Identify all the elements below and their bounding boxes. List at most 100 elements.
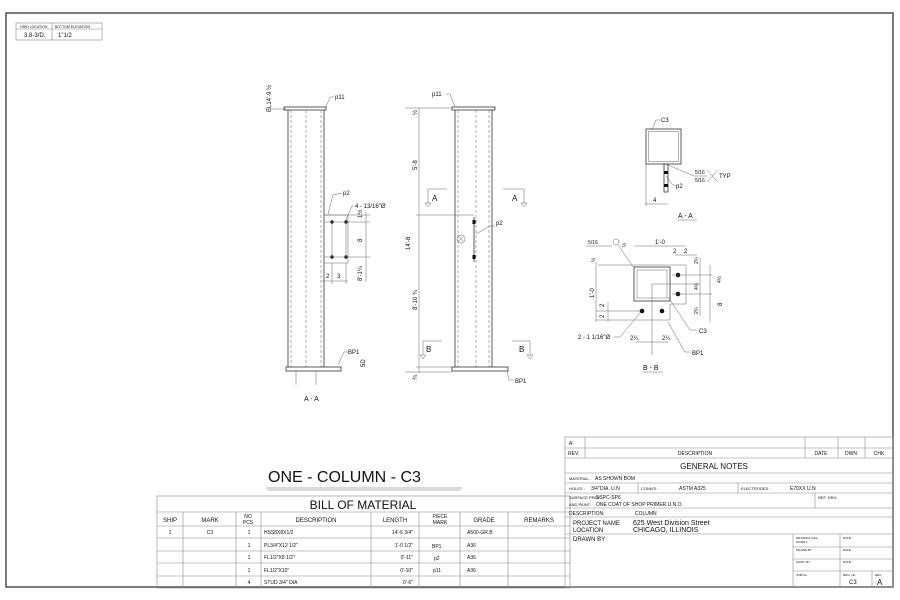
description-cell: PL3/4"X12 1/2" bbox=[264, 543, 298, 549]
bottom-elevation-value: 1"1/2 bbox=[58, 33, 72, 39]
dim-l2: 2 bbox=[600, 314, 606, 318]
section-caption: B - B bbox=[643, 365, 659, 372]
dim-h2: 3 bbox=[337, 274, 341, 280]
holes-size: 3/4" bbox=[591, 486, 600, 492]
elevation-right: ½ 5'-8 14'-8 8'-10 ¾ ¾ p11 A A B B p2 BP… bbox=[405, 92, 534, 385]
top-plate-label: p11 bbox=[432, 92, 442, 98]
dim-total: 14'-8 bbox=[406, 236, 412, 250]
rev-final-value: A bbox=[877, 578, 883, 587]
section-b-b: 5/16 ½ 1'-0 2 2 2¼ 4½ 2¼ 4½ 8 ½ 1'-0 2 2… bbox=[578, 238, 724, 373]
modify-label: MODIFY bbox=[796, 540, 808, 544]
paint-value: ONE COAT OF SHOP PRIMER U.N.O. bbox=[596, 502, 683, 508]
drawn-by-label: DRAWN BY bbox=[573, 537, 605, 543]
piece-cell: p11 bbox=[433, 568, 441, 574]
description-cell: FL1/2"X10" bbox=[264, 568, 289, 574]
bom-header-remarks: REMARKS bbox=[524, 518, 554, 524]
bill-of-material-table: BILL OF MATERIAL SHIP MARK NO PCS DESCRI… bbox=[156, 495, 571, 589]
stiffener-label: p2 bbox=[343, 191, 350, 197]
elevation-label: EL14'-9 ½ bbox=[266, 85, 273, 112]
project-name-label: PROJECT NAME bbox=[573, 521, 620, 527]
bom-header-description: DESCRIPTION bbox=[295, 518, 336, 524]
hole-callout: 2 - 1 1/16"Ø bbox=[578, 335, 610, 341]
length-cell: 0'-6" bbox=[403, 580, 413, 586]
elevation-left: EL14'-9 ½ p11 p2 4 - 13/16"Ø 1½ 8 8'-1¼ … bbox=[265, 85, 386, 403]
grid-location-box: GRID LOCATION BOTTOM ELEVATION 3.8-3/D. … bbox=[15, 22, 103, 41]
description-cell: HSS8X8X1/2 bbox=[264, 530, 294, 536]
grade-cell: A36 bbox=[467, 568, 476, 574]
member-label: C3 bbox=[661, 118, 669, 124]
dim-bot1: 2¼ bbox=[630, 336, 639, 342]
description-label: DESCRIPTION: bbox=[569, 511, 605, 517]
sheet-title: ONE - COLUMN - C3 bbox=[268, 469, 421, 486]
drawing-number-label: DRG. No. bbox=[843, 573, 856, 577]
stiffener-label: p2 bbox=[496, 221, 503, 227]
bom-header-pcs: PCS bbox=[243, 520, 254, 526]
dim-top: ½ bbox=[412, 110, 419, 115]
pcs-cell: 1 bbox=[248, 568, 251, 574]
table-row: 1 FL1/2"X8 1/2" 0'-11" p2 A36 bbox=[248, 555, 477, 562]
section-b-marker-right[interactable]: B bbox=[519, 345, 524, 354]
dim-l1: 2 bbox=[600, 303, 606, 307]
mark-cell: C3 bbox=[207, 530, 214, 536]
dim-rr1: 4½ bbox=[716, 275, 723, 283]
grid-location-value: 3.8-3/D. bbox=[24, 33, 46, 39]
section-caption: A - A bbox=[678, 213, 693, 220]
title-block: A REV. DESCRIPTION DATE DWN CHK GENERAL … bbox=[564, 436, 894, 588]
dim-r3: 2¼ bbox=[694, 306, 700, 314]
dim-base: 5D bbox=[361, 359, 367, 367]
location-label: LOCATION bbox=[573, 528, 603, 534]
dim-label: 4 bbox=[653, 198, 657, 204]
dim-rr2: 8 bbox=[718, 302, 724, 306]
dim-left-top: ½ bbox=[590, 257, 597, 262]
section-a-marker-left[interactable]: A bbox=[432, 194, 438, 203]
grid-location-header: GRID LOCATION bbox=[20, 25, 48, 29]
connections-label: CONN'S.: bbox=[641, 486, 658, 491]
dwn-header: DWN bbox=[845, 451, 857, 457]
holes-value: DIA. U.N bbox=[600, 486, 620, 492]
table-row: 1 PL3/4"X12 1/2" 1'-0 1/2" BP1 A36 bbox=[248, 543, 477, 550]
grade-cell: A36 bbox=[467, 543, 476, 549]
date-label-2: DATE bbox=[843, 548, 851, 552]
electrodes-value: E70XX U.N bbox=[790, 486, 816, 492]
location-value: CHICAGO, ILLINOIS bbox=[633, 527, 699, 534]
table-row: 1 C3 1 HSS8X8X1/2 14'-6 3/4" A500-GR.B bbox=[169, 530, 494, 536]
base-plate-label: BP1 bbox=[692, 351, 704, 357]
date-label-1: DATE bbox=[843, 536, 851, 540]
description-cell: FL1/2"X8 1/2" bbox=[264, 555, 295, 561]
description-value: COLUMN bbox=[635, 511, 657, 517]
elevation-caption: A - A bbox=[304, 396, 319, 403]
length-cell: 14'-6 3/4" bbox=[392, 530, 413, 536]
rev-label: REV. bbox=[875, 573, 882, 577]
project-name-value: 625 West Division Street bbox=[633, 520, 710, 527]
top-plate-label: p11 bbox=[335, 95, 345, 101]
dim-b: 2 bbox=[684, 249, 688, 255]
bom-header-no: NO bbox=[244, 514, 252, 520]
pcs-cell: 1 bbox=[248, 543, 251, 549]
member-label: C3 bbox=[699, 329, 707, 335]
weld-size-top: 5/16 bbox=[695, 170, 705, 176]
section-a-a: C3 5/16 5/16 TYP p2 4 A - A bbox=[645, 118, 731, 221]
section-a-marker-right[interactable]: A bbox=[512, 194, 518, 203]
revision-value: A bbox=[569, 441, 573, 447]
base-plate-label: BP1 bbox=[515, 379, 527, 385]
weld-size-bottom: 5/16 bbox=[695, 178, 705, 184]
dim-edge: ½ bbox=[621, 242, 628, 247]
grade-cell: A500-GR.B bbox=[467, 530, 493, 536]
bom-header-piece: PIECE bbox=[432, 514, 448, 520]
drawing-border bbox=[5, 12, 894, 588]
pcs-cell: 1 bbox=[248, 555, 251, 561]
paint-label: AND PAINT: bbox=[569, 502, 591, 507]
section-b-marker-left[interactable]: B bbox=[426, 345, 431, 354]
grade-cell: A36 bbox=[467, 555, 476, 561]
piece-cell: p2 bbox=[434, 556, 440, 562]
dim-bot2: 2¼ bbox=[662, 336, 671, 342]
material-value: AS SHOWN BOM bbox=[595, 476, 635, 482]
connections-value: ASTM A325 bbox=[679, 486, 706, 492]
dim-left: 1'-0 bbox=[590, 288, 596, 298]
checked-by-label: CHKD. BY bbox=[796, 560, 810, 564]
dim-top: 1½ bbox=[357, 210, 364, 218]
drawn-by-small-label: DRAWN BY bbox=[796, 548, 812, 552]
holes-label: HOLES : bbox=[569, 486, 585, 491]
bom-header-length: LENGTH bbox=[383, 518, 407, 524]
